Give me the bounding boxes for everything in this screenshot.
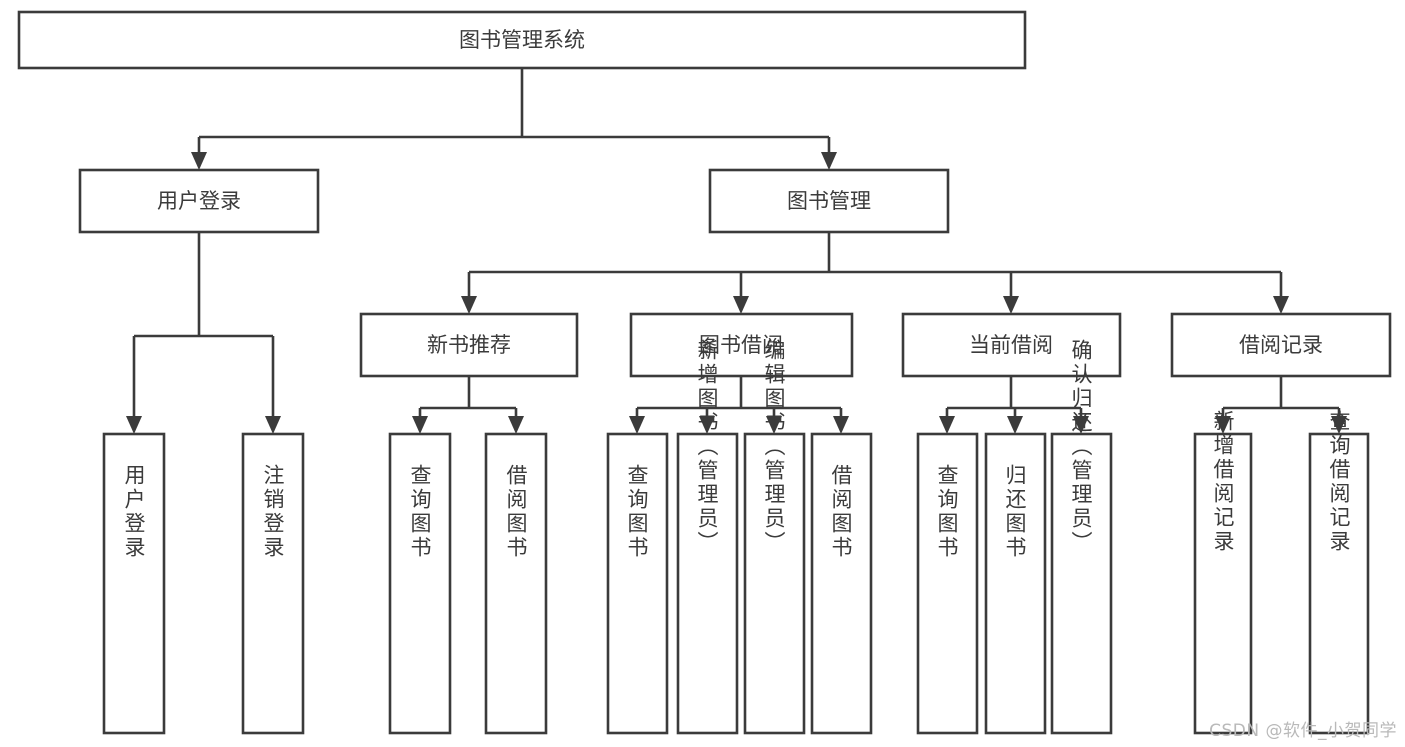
arrowhead-borrow-record: [1273, 296, 1289, 314]
node-leaf-user-login-box[interactable]: [102, 432, 166, 735]
arrowhead-leaf-add-book: [699, 416, 715, 434]
node-user-login-box[interactable]: [78, 168, 320, 234]
edge-group-root: [191, 68, 837, 170]
node-leaf-query-record-label: 查询借阅记录: [1327, 410, 1351, 554]
node-leaf-confirm-return-box[interactable]: [1050, 432, 1113, 735]
node-leaf-add-book-box[interactable]: [676, 432, 739, 735]
node-leaf-query-book-rec-box[interactable]: [388, 432, 452, 735]
node-leaf-return-book[interactable]: 归还图书: [984, 432, 1047, 735]
node-book-borrow[interactable]: 图书借阅: [629, 312, 854, 378]
arrowhead-leaf-query-record: [1331, 416, 1347, 434]
arrowhead-current-borrow: [1003, 296, 1019, 314]
node-current-borrow-label: 当前借阅: [969, 333, 1053, 357]
node-leaf-add-record-label: 新增借阅记录: [1211, 410, 1235, 554]
arrowhead-leaf-confirm-return: [1073, 416, 1089, 434]
arrowhead-leaf-query-book-rec: [412, 416, 428, 434]
node-leaf-borrow-book[interactable]: 借阅图书: [810, 432, 873, 735]
edge-group-book-manage: [461, 232, 1289, 314]
node-leaf-add-record[interactable]: 新增借阅记录: [1193, 410, 1253, 735]
arrowhead-leaf-borrow-book-rec: [508, 416, 524, 434]
node-leaf-query-book-cur[interactable]: 查询图书: [916, 432, 979, 735]
node-book-borrow-box[interactable]: [629, 312, 854, 378]
node-leaf-add-book-label: 新增图书（管理员）: [695, 339, 719, 555]
node-leaf-user-login[interactable]: 用户登录: [102, 432, 166, 735]
node-leaf-user-login-label: 用户登录: [122, 464, 146, 560]
node-borrow-record[interactable]: 借阅记录: [1170, 312, 1392, 378]
node-leaf-query-book-borrow-label: 查询图书: [625, 464, 649, 560]
arrowhead-leaf-user-login: [126, 416, 142, 434]
node-leaf-edit-book-label: 编辑图书（管理员）: [762, 339, 786, 555]
arrowhead-leaf-user-logout: [265, 416, 281, 434]
node-leaf-confirm-return-label: 确认归还（管理员）: [1069, 339, 1093, 555]
node-new-book-rec[interactable]: 新书推荐: [359, 312, 579, 378]
node-leaf-user-logout-box[interactable]: [241, 432, 305, 735]
arrowhead-book-borrow: [733, 296, 749, 314]
edge-group-new-book-rec: [412, 376, 524, 434]
node-leaf-borrow-book-rec-box[interactable]: [484, 432, 548, 735]
node-book-manage[interactable]: 图书管理: [708, 168, 950, 234]
node-new-book-rec-box[interactable]: [359, 312, 579, 378]
node-leaf-confirm-return[interactable]: 确认归还（管理员）: [1050, 339, 1113, 735]
node-leaf-user-logout-label: 注销登录: [261, 464, 285, 560]
node-book-manage-box[interactable]: [708, 168, 950, 234]
node-new-book-rec-label: 新书推荐: [427, 333, 511, 357]
node-borrow-record-box[interactable]: [1170, 312, 1392, 378]
arrowhead-new-book-rec: [461, 296, 477, 314]
node-user-login-label: 用户登录: [157, 189, 241, 213]
node-root[interactable]: 图书管理系统: [17, 10, 1027, 70]
node-leaf-borrow-book-label: 借阅图书: [829, 464, 853, 560]
node-leaf-borrow-book-rec[interactable]: 借阅图书: [484, 432, 548, 735]
arrowhead-leaf-query-book-cur: [939, 416, 955, 434]
node-leaf-query-record-box[interactable]: [1308, 432, 1370, 735]
node-leaf-borrow-book-box[interactable]: [810, 432, 873, 735]
edge-group-current-borrow: [939, 376, 1089, 434]
edge-group-borrow-record: [1215, 376, 1347, 434]
node-leaf-edit-book-box[interactable]: [743, 432, 806, 735]
node-leaf-query-record[interactable]: 查询借阅记录: [1308, 410, 1370, 735]
node-current-borrow-box[interactable]: [901, 312, 1122, 378]
node-leaf-add-record-box[interactable]: [1193, 432, 1253, 735]
arrowhead-leaf-edit-book: [766, 416, 782, 434]
node-leaf-edit-book[interactable]: 编辑图书（管理员）: [743, 339, 806, 735]
node-current-borrow[interactable]: 当前借阅: [901, 312, 1122, 378]
edge-group-book-borrow: [629, 376, 849, 434]
node-book-borrow-label: 图书借阅: [699, 333, 783, 357]
arrowhead-book-manage: [821, 152, 837, 170]
arrowhead-user-login: [191, 152, 207, 170]
node-leaf-query-book-cur-box[interactable]: [916, 432, 979, 735]
node-root-box[interactable]: [17, 10, 1027, 70]
node-leaf-return-book-box[interactable]: [984, 432, 1047, 735]
node-book-manage-label: 图书管理: [787, 189, 871, 213]
edge-group-user-login: [126, 232, 281, 434]
node-borrow-record-label: 借阅记录: [1239, 333, 1323, 357]
node-leaf-user-logout[interactable]: 注销登录: [241, 432, 305, 735]
arrowhead-leaf-borrow-book: [833, 416, 849, 434]
arrowhead-leaf-add-record: [1215, 416, 1231, 434]
node-leaf-query-book-rec[interactable]: 查询图书: [388, 432, 452, 735]
node-user-login[interactable]: 用户登录: [78, 168, 320, 234]
arrowhead-leaf-query-book-borrow: [629, 416, 645, 434]
node-leaf-return-book-label: 归还图书: [1003, 464, 1027, 560]
node-leaf-borrow-book-rec-label: 借阅图书: [504, 464, 528, 560]
arrowhead-leaf-return-book: [1007, 416, 1023, 434]
node-leaf-query-book-borrow[interactable]: 查询图书: [606, 432, 669, 735]
node-leaf-query-book-borrow-box[interactable]: [606, 432, 669, 735]
node-leaf-add-book[interactable]: 新增图书（管理员）: [676, 339, 739, 735]
node-leaf-query-book-rec-label: 查询图书: [408, 464, 432, 560]
node-root-label: 图书管理系统: [459, 28, 585, 52]
node-leaf-query-book-cur-label: 查询图书: [935, 464, 959, 560]
